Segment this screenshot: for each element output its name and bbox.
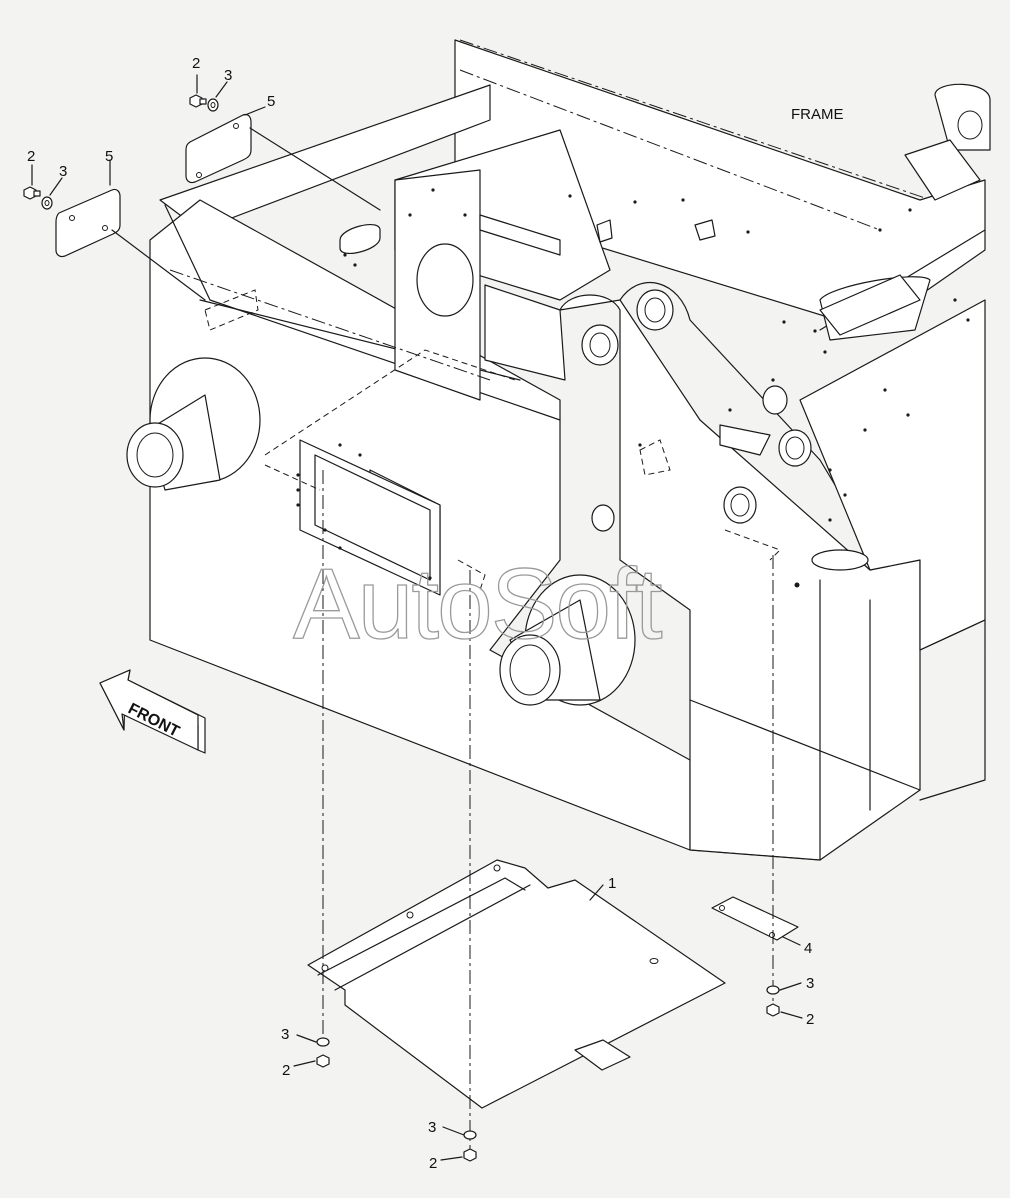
- callout-2-center: 2: [429, 1155, 437, 1172]
- washer-center: [463, 1130, 477, 1140]
- under-cover-plate: [307, 859, 726, 1109]
- cover-plate-lower: [55, 188, 121, 258]
- callout-2-left: 2: [282, 1062, 290, 1079]
- callout-3-left: 3: [281, 1026, 289, 1043]
- callout-2-right: 2: [806, 1011, 814, 1028]
- washer-left: [316, 1037, 330, 1047]
- callout-5-lower: 5: [105, 148, 113, 165]
- bolt-right: [766, 1003, 780, 1017]
- washer-upper: [207, 98, 219, 112]
- bolt-center: [463, 1148, 477, 1162]
- small-plate: [711, 896, 799, 941]
- frame-assembly: [126, 39, 991, 861]
- bolt-left: [316, 1054, 330, 1068]
- callout-3-lower: 3: [59, 163, 67, 180]
- callout-3-center: 3: [428, 1119, 436, 1136]
- callout-2-lower: 2: [27, 148, 35, 165]
- callout-3-upper: 3: [224, 67, 232, 84]
- callout-1: 1: [608, 875, 616, 892]
- bolt-lower: [23, 186, 41, 200]
- washer-lower: [41, 196, 53, 210]
- front-arrow: FRONT: [99, 669, 206, 754]
- cover-plate-upper: [185, 113, 252, 184]
- watermark: AutoSoft: [293, 548, 663, 660]
- frame-label: FRAME: [791, 106, 844, 123]
- callout-4: 4: [804, 940, 812, 957]
- bolt-upper: [189, 94, 207, 108]
- callout-2-upper: 2: [192, 55, 200, 72]
- washer-right: [766, 985, 780, 995]
- callout-5-upper: 5: [267, 93, 275, 110]
- callout-3-right: 3: [806, 975, 814, 992]
